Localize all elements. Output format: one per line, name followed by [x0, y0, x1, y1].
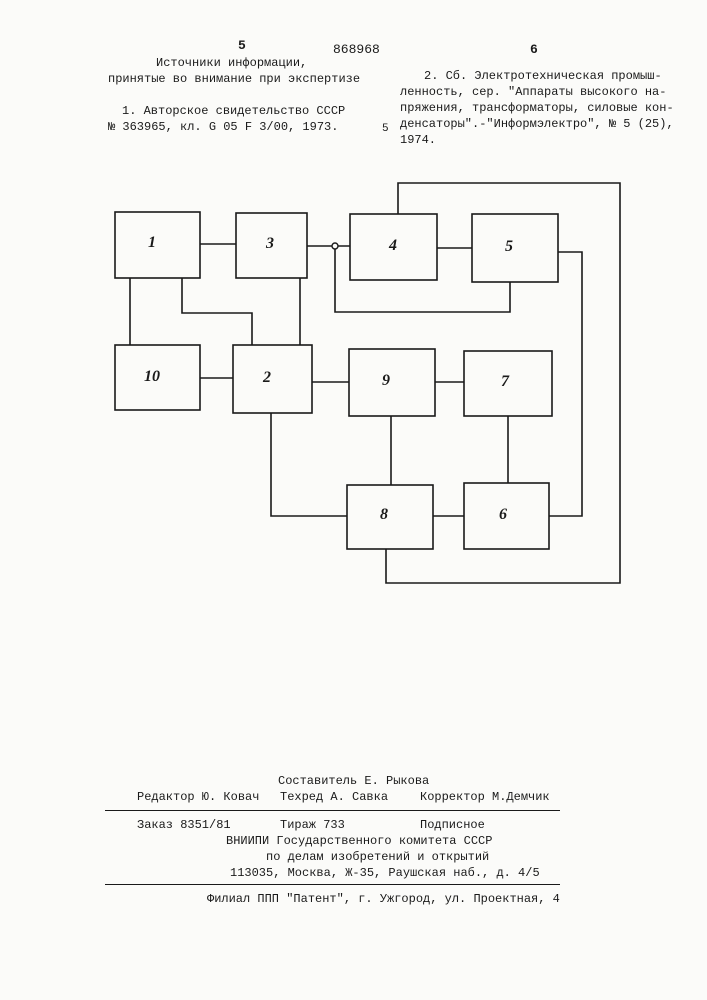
footer-divider-2 [105, 884, 560, 885]
organization-line2: по делам изобретений и открытий [266, 849, 489, 865]
block-7-label: 7 [501, 374, 509, 390]
block-2-label: 2 [263, 370, 271, 386]
block-6-label: 6 [499, 507, 507, 523]
wire-1-2 [182, 278, 252, 345]
block-2-rect [233, 345, 312, 413]
circulation: Тираж 733 [280, 817, 345, 833]
organization-address: 113035, Москва, Ж-35, Раушская наб., д. … [230, 865, 540, 881]
block-1-rect [115, 212, 200, 278]
block-8-label: 8 [380, 507, 388, 523]
block-1-label: 1 [148, 235, 156, 251]
wire-feedback-5 [335, 246, 510, 312]
block-4-label: 4 [389, 238, 397, 254]
block-5-rect [472, 214, 558, 282]
order-number: Заказ 8351/81 [137, 817, 231, 833]
subscription: Подписное [420, 817, 485, 833]
editor: Редактор Ю. Ковач [137, 789, 259, 805]
block-9-rect [349, 349, 435, 416]
block-9-label: 9 [382, 373, 390, 389]
block-8-rect [347, 485, 433, 549]
wire-2-8 [271, 413, 347, 516]
junction-node [332, 243, 338, 249]
block-diagram [0, 0, 707, 620]
compiler: Составитель Е. Рыкова [278, 773, 429, 789]
wire-5-6 [549, 252, 582, 516]
block-3-label: 3 [266, 236, 274, 252]
block-5-label: 5 [505, 239, 513, 255]
block-10-label: 10 [144, 369, 160, 385]
tech-editor: Техред А. Савка [280, 789, 388, 805]
corrector: Корректор М.Демчик [420, 789, 550, 805]
organization: ВНИИПИ Государственного комитета СССР [226, 833, 492, 849]
footer-divider-1 [105, 810, 560, 811]
branch-address: Филиал ППП "Патент", г. Ужгород, ул. Про… [207, 891, 560, 907]
